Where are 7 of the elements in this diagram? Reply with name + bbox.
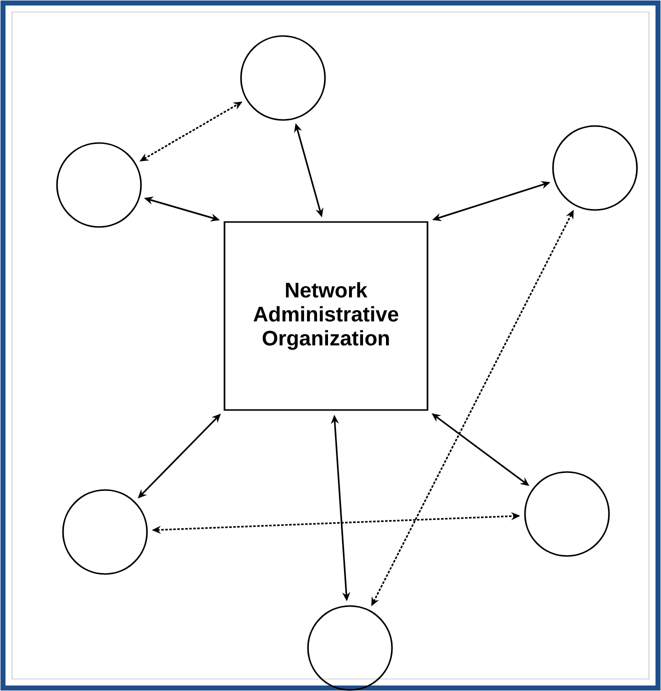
- circle-node: [307, 605, 393, 691]
- circle-node: [62, 489, 148, 575]
- organization-box: Network Administrative Organization: [224, 221, 428, 411]
- circle-node: [524, 471, 610, 557]
- circle-node: [56, 142, 142, 228]
- circle-node: [552, 125, 638, 211]
- circle-node: [240, 35, 326, 121]
